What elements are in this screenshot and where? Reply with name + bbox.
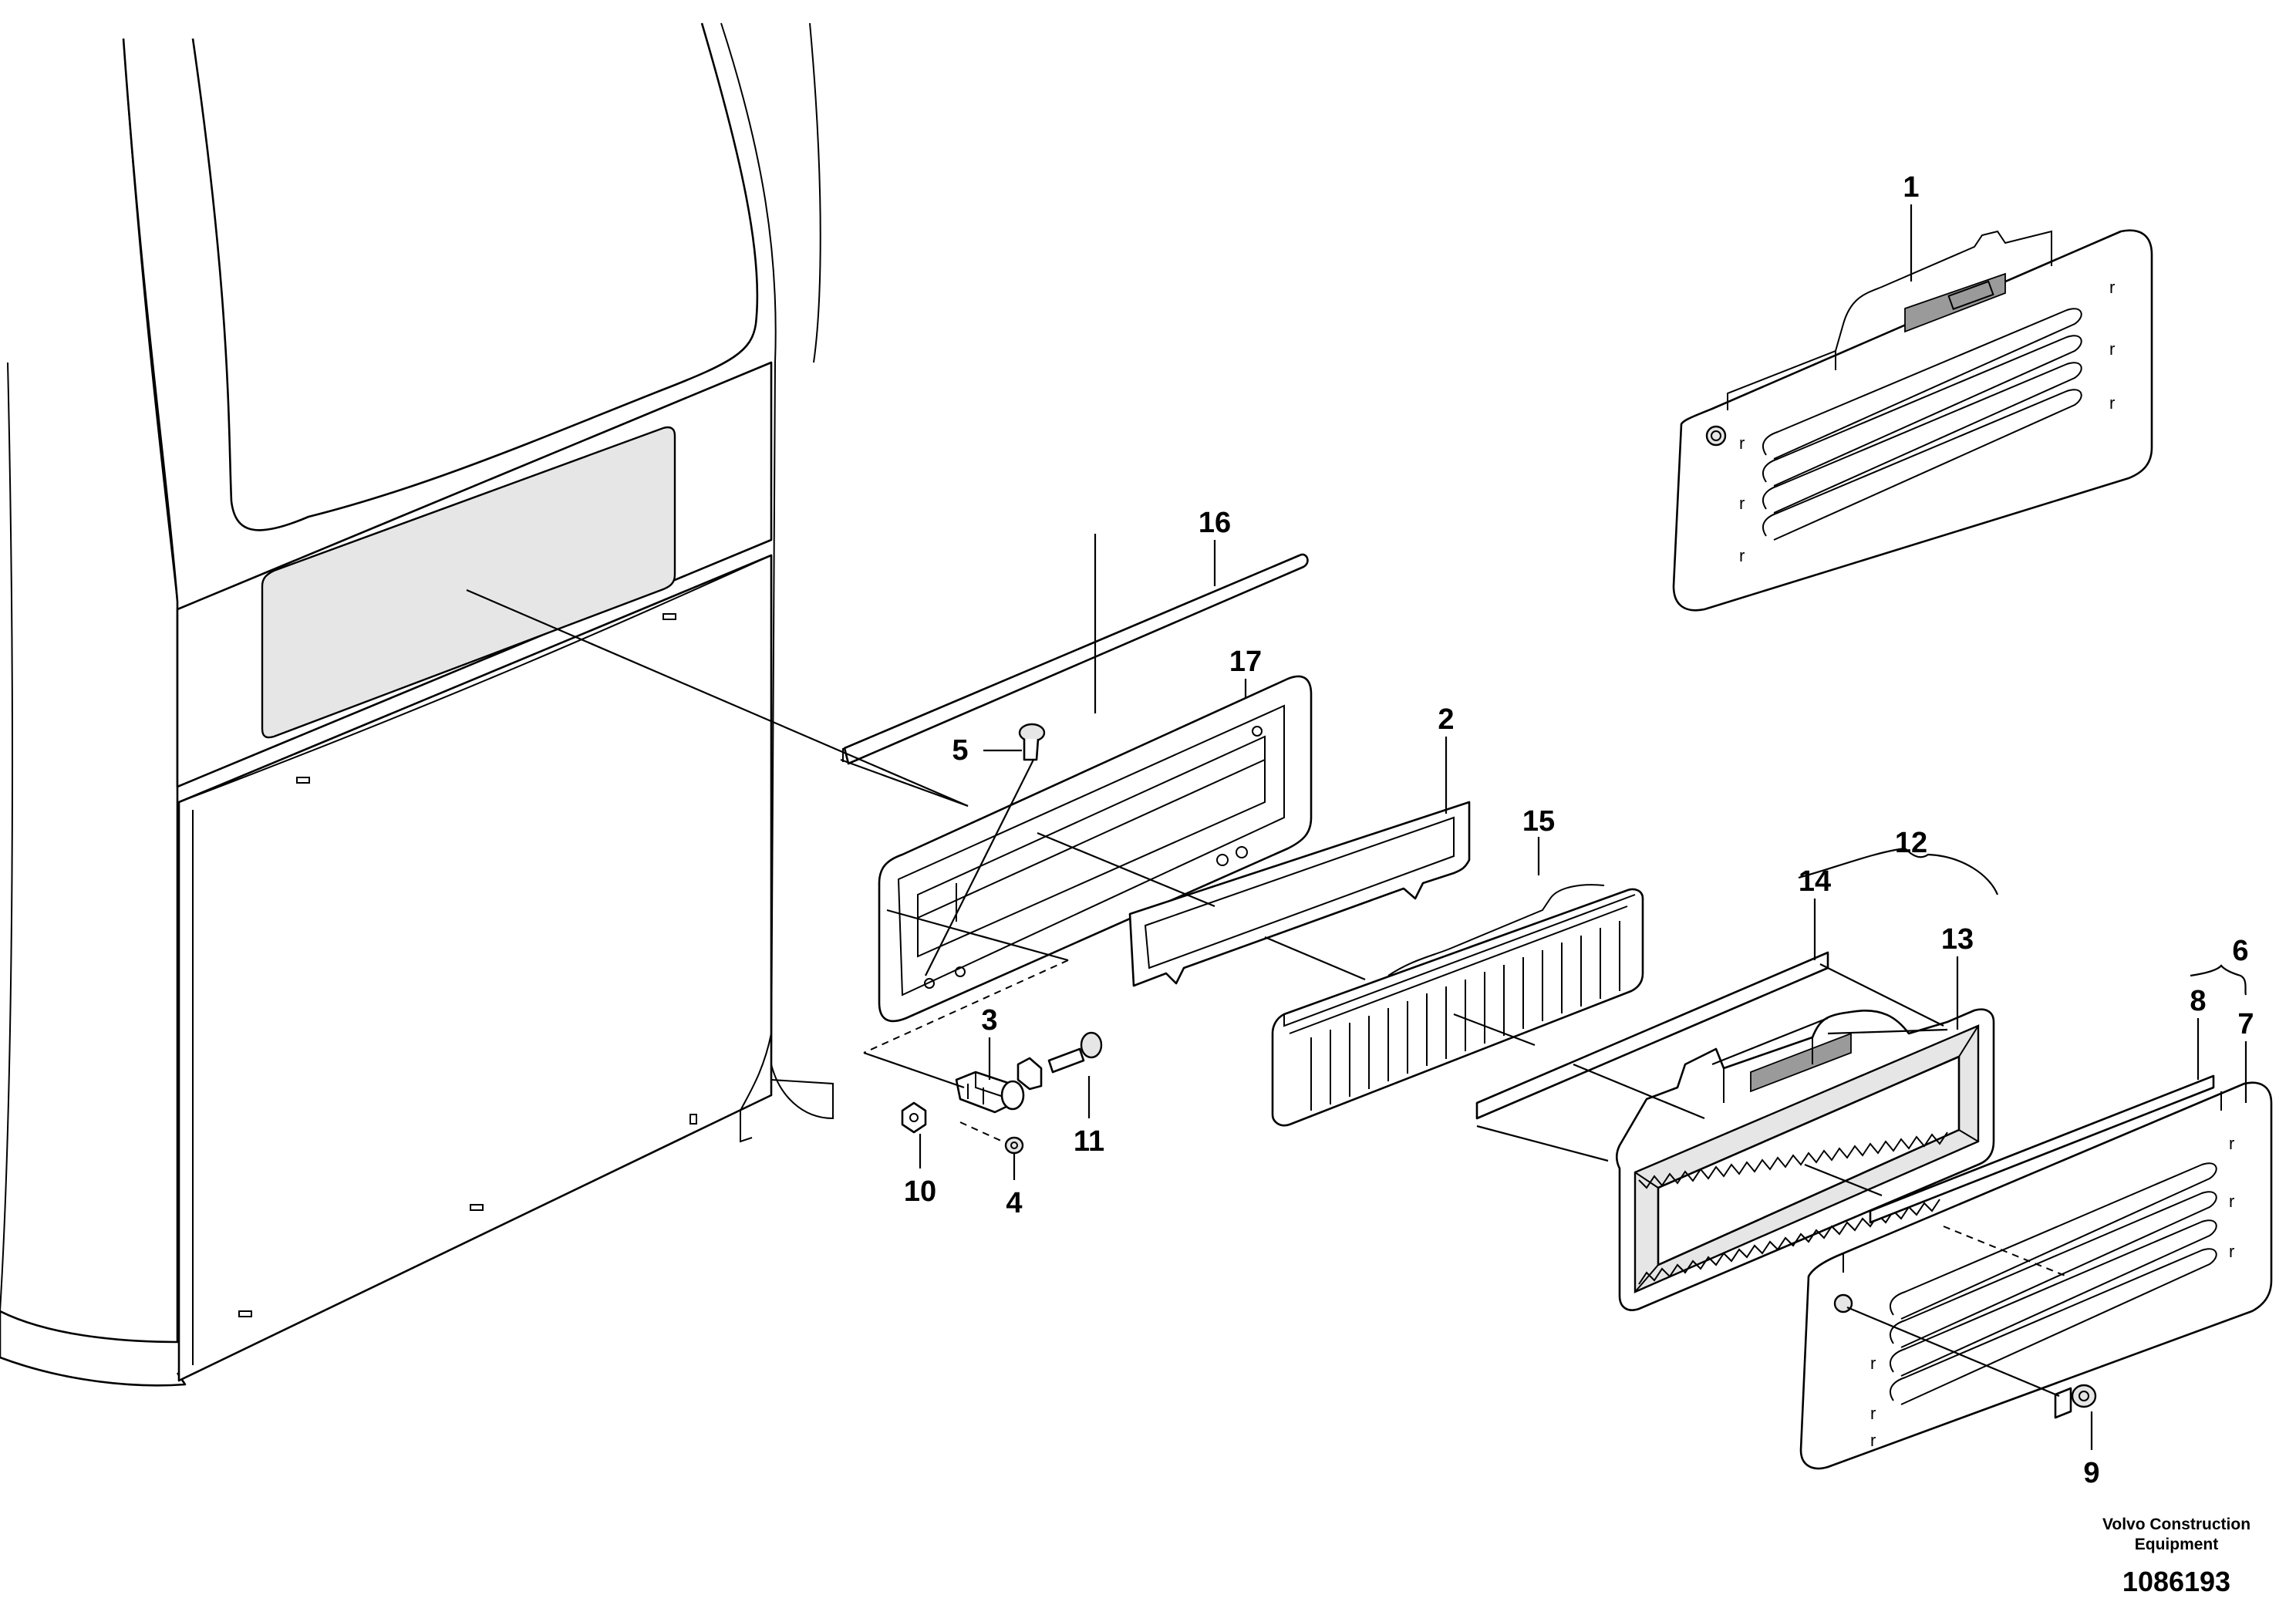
bolt-9: [2054, 1384, 2097, 1419]
company-name-line1: Volvo Construction: [2102, 1516, 2250, 1533]
callout-1: 1: [1903, 171, 1919, 204]
nut-10: [901, 1101, 927, 1134]
callout-11: 11: [1074, 1125, 1104, 1158]
cover-1: r r r r r r: [1672, 229, 2153, 612]
svg-text:r: r: [2229, 1192, 2234, 1211]
screw-5: [1018, 723, 1046, 761]
callout-9: 9: [2083, 1457, 2099, 1489]
svg-text:r: r: [1870, 1431, 1876, 1450]
svg-text:r: r: [1739, 433, 1745, 453]
callout-12: 12: [1895, 827, 1927, 859]
callout-labels: 1 2 3 4 5 6 7 8 9 10 11 12 13 14 15 16 1…: [904, 171, 2254, 1489]
cover-7-louvers: [1890, 1162, 2217, 1405]
callout-6: 6: [2232, 935, 2248, 967]
frame-17: [878, 675, 1313, 1023]
svg-text:r: r: [2229, 1134, 2234, 1153]
svg-text:r: r: [2109, 278, 2115, 297]
callout-14: 14: [1799, 865, 1831, 898]
strip-8: [1869, 1074, 2215, 1224]
svg-text:r: r: [2109, 393, 2115, 413]
callout-8: 8: [2190, 985, 2206, 1017]
callout-15: 15: [1522, 805, 1555, 838]
callout-17: 17: [1229, 646, 1262, 678]
latch-3: [955, 1071, 1025, 1114]
filter-15: [1271, 884, 1644, 1127]
assembly-lines: [466, 534, 2068, 1398]
svg-text:r: r: [1739, 494, 1745, 513]
callout-4: 4: [1006, 1187, 1022, 1219]
svg-text:r: r: [1870, 1354, 1876, 1373]
company-name-line2: Equipment: [2135, 1536, 2219, 1553]
callout-7: 7: [2237, 1008, 2254, 1040]
callout-3: 3: [981, 1004, 997, 1037]
callout-leaders: [919, 204, 2247, 1450]
svg-text:r: r: [1870, 1404, 1876, 1423]
callout-10: 10: [904, 1175, 936, 1208]
screw-4: [1004, 1136, 1024, 1155]
cab-body: [0, 22, 834, 1387]
svg-text:r: r: [1739, 546, 1745, 565]
callout-16: 16: [1199, 507, 1231, 539]
footer: Volvo Construction Equipment 1086193: [2102, 1516, 2250, 1597]
callout-2: 2: [1438, 703, 1454, 736]
frame-13: [1615, 1008, 1995, 1311]
spacer-11: [1017, 1031, 1103, 1091]
cover-1-louvers: [1762, 308, 2082, 541]
gasket-2: [1128, 801, 1471, 987]
svg-text:r: r: [2229, 1242, 2234, 1261]
callout-5: 5: [952, 734, 968, 767]
svg-text:r: r: [2109, 339, 2115, 359]
drawing-number: 1086193: [2122, 1566, 2230, 1597]
callout-13: 13: [1941, 923, 1974, 956]
filter-15-pleats: [1310, 921, 1620, 1111]
